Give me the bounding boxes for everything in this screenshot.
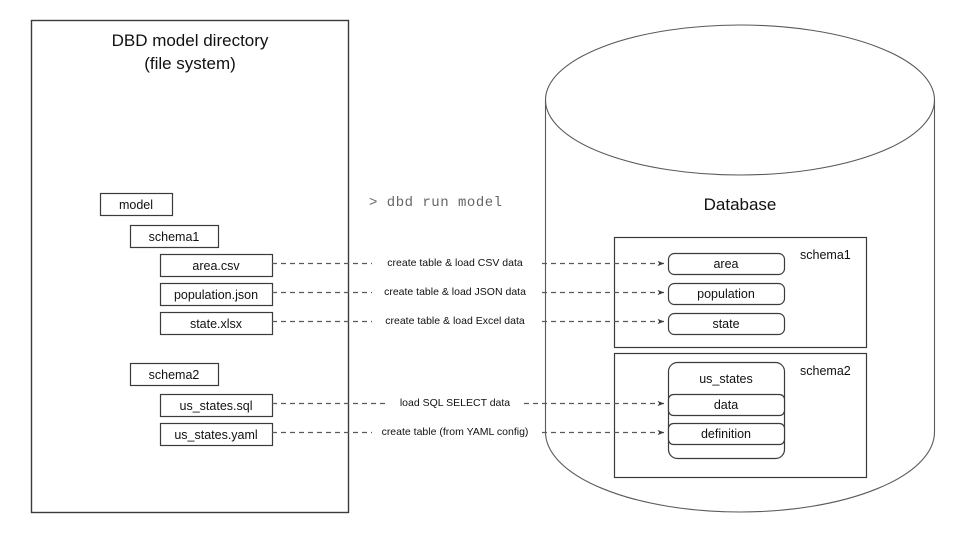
- node-label-model: model: [118, 198, 154, 212]
- table-label-definition: definition: [700, 427, 752, 441]
- node-label-us-states-yaml: us_states.yaml: [174, 428, 258, 442]
- database-title: Database: [703, 195, 777, 214]
- schema2-label: schema2: [800, 364, 851, 378]
- node-label-schema1: schema1: [148, 230, 200, 244]
- command-text: > dbd run model: [369, 195, 503, 211]
- schema1-label: schema1: [800, 248, 851, 262]
- edge-label-area-csv: create table & load CSV data: [387, 257, 523, 269]
- edge-label-us-states-yaml: create table (from YAML config): [381, 426, 529, 438]
- edge-label-population-json: create table & load JSON data: [384, 286, 526, 298]
- table-label-us-states: us_states: [699, 372, 753, 386]
- page-title: DBD model directory (file system): [31, 30, 349, 76]
- table-label-state: state: [712, 317, 740, 331]
- edge-label-masks: [372, 255, 540, 441]
- node-label-area-csv: area.csv: [192, 259, 240, 273]
- table-label-data: data: [713, 398, 739, 412]
- node-label-us-states-sql: us_states.sql: [179, 399, 253, 413]
- node-label-schema2: schema2: [148, 368, 200, 382]
- node-label-state-xlsx: state.xlsx: [189, 317, 243, 331]
- table-label-population: population: [697, 287, 755, 301]
- panel-title-line2: (file system): [144, 53, 236, 73]
- edge-label-state-xlsx: create table & load Excel data: [385, 315, 525, 327]
- panel-title-line1: DBD model directory: [111, 31, 269, 50]
- edge-label-us-states-sql: load SQL SELECT data: [399, 397, 511, 409]
- table-label-area: area: [713, 257, 739, 271]
- node-label-population-json: population.json: [173, 288, 259, 302]
